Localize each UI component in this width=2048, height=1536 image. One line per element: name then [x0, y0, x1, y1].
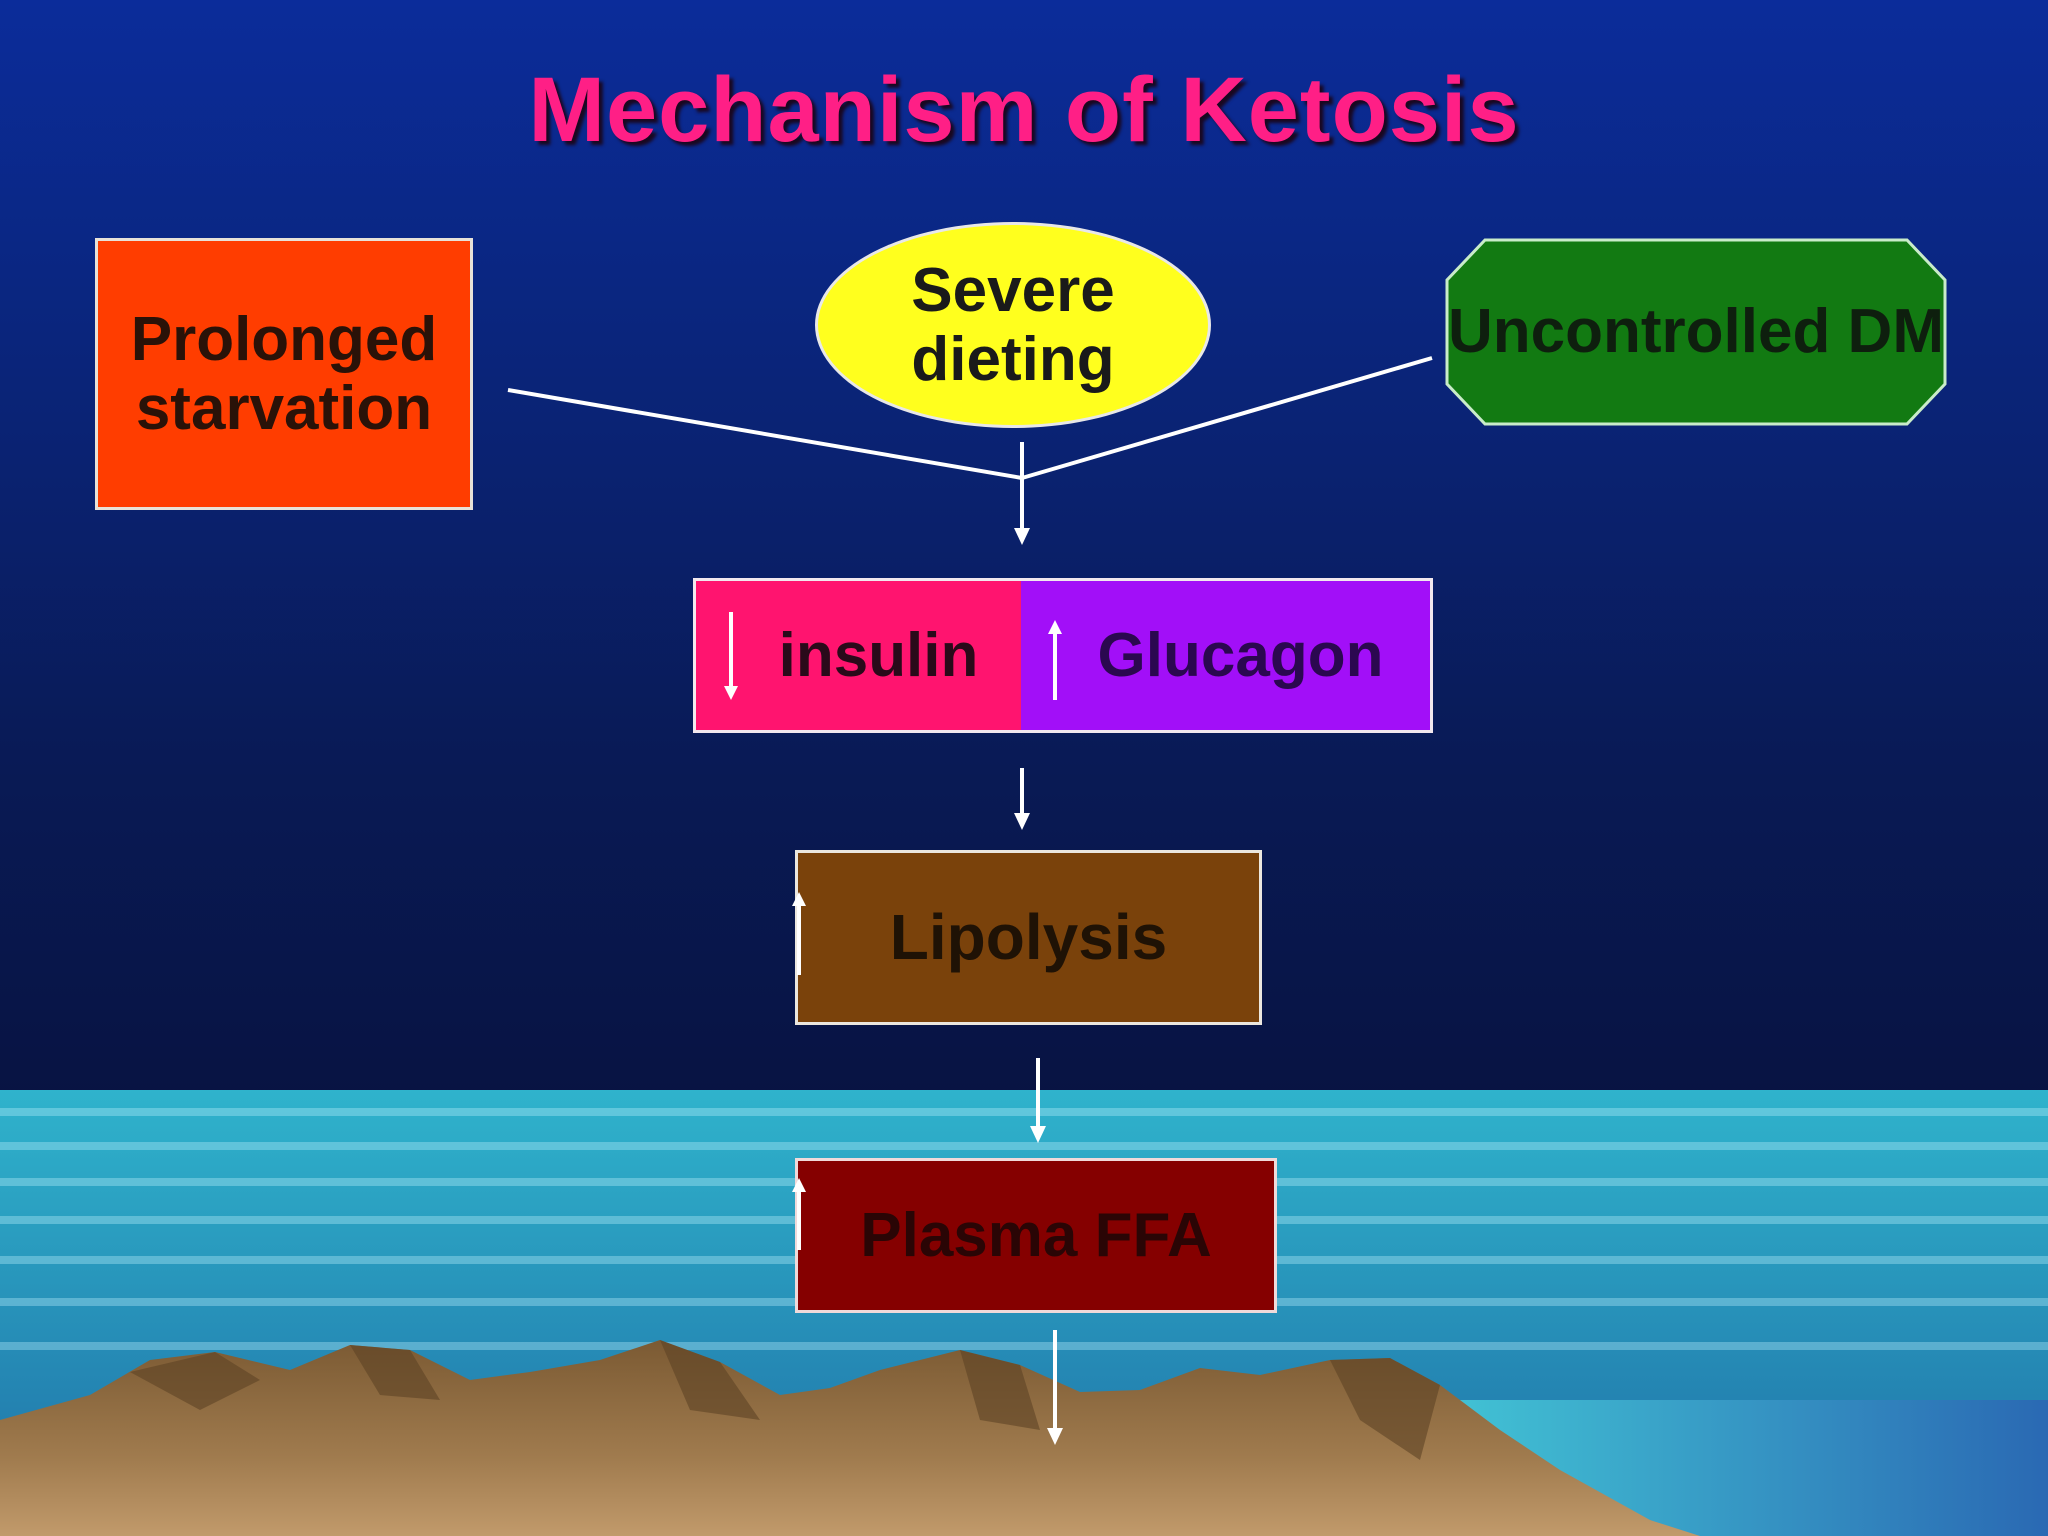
lagoon [1420, 1400, 2048, 1536]
plasma-ffa-box: Plasma FFA [795, 1158, 1277, 1313]
insulin-box: insulin [693, 578, 1023, 733]
slide-title: Mechanism of Ketosis [528, 59, 1520, 161]
glucagon-label: Glucagon [1097, 620, 1384, 690]
lipolysis-box: Lipolysis [795, 850, 1262, 1025]
dm-octagon-outline [1445, 238, 1947, 426]
prolonged-starvation-box: Prolonged starvation [95, 238, 473, 510]
insulin-label: insulin [778, 620, 979, 690]
uncontrolled-dm-label: Uncontrolled DM [1448, 297, 1944, 367]
glucagon-box: Glucagon [1021, 578, 1433, 733]
severe-dieting-ellipse: Severe dieting [815, 222, 1211, 428]
